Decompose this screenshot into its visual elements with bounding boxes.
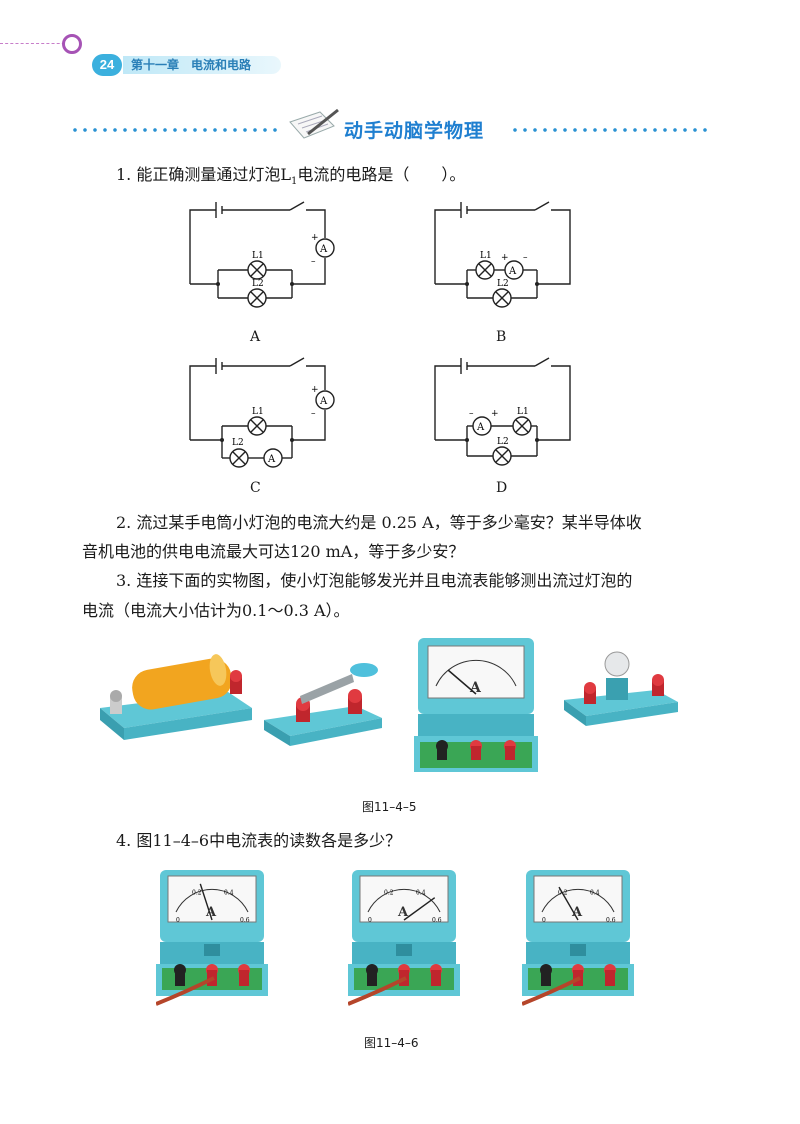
circuit-d-lamp1: L1 — [517, 407, 529, 417]
header-rule — [0, 43, 70, 44]
question-2-line1: 2. 流过某手电筒小灯泡的电流大约是 0.25 A，等于多少毫安？某半导体收 — [116, 513, 642, 532]
circuit-b-meter: A — [508, 266, 517, 277]
meter-scale-label: 0 — [368, 917, 372, 924]
meter-scale-label: 0.2 — [384, 889, 394, 896]
ammeter-3: 00.20.40.6A — [522, 870, 634, 1006]
meter-scale-label: 0.6 — [240, 917, 250, 924]
meter-face-letter: A — [397, 905, 409, 920]
lamp-holder — [564, 651, 678, 726]
minus-sign: – — [469, 409, 474, 419]
plus-sign: + — [491, 409, 499, 419]
meter-needle — [558, 886, 579, 921]
figure-11-4-6-caption: 图11–4–6 — [364, 1036, 419, 1050]
battery-holder — [100, 654, 252, 740]
page-number: 24 — [92, 54, 122, 76]
knife-switch — [264, 663, 382, 746]
circuit-a-meter: A — [319, 244, 328, 255]
chapter-title: 第十一章 电流和电路 — [123, 56, 281, 74]
ring-icon — [62, 34, 82, 54]
notebook-icon — [286, 108, 342, 146]
figure-11-4-5-caption: 图11–4–5 — [362, 800, 417, 814]
circuit-b-lamp1: L1 — [480, 251, 492, 261]
circuit-c-meter-2: A — [267, 454, 276, 465]
meter-scale-label: 0 — [176, 917, 180, 924]
circuit-c-lamp1: L1 — [252, 407, 264, 417]
circuit-b-label: B — [496, 329, 507, 345]
meter-scale-label: 0.6 — [432, 917, 442, 924]
ammeter-2: 0 0.2 0.4 0.6 A — [348, 870, 460, 1006]
meter-scale-label: 0.4 — [590, 889, 600, 896]
dotted-rule-left — [70, 128, 280, 132]
plus-sign: + — [311, 385, 319, 395]
question-1-subscript: 1 — [290, 176, 298, 188]
minus-sign: – — [311, 257, 316, 267]
meter-scale-label: 0.2 — [192, 889, 202, 896]
circuit-c-label: C — [250, 480, 261, 496]
circuit-a-label: A — [250, 329, 261, 345]
question-2-line2: 音机电池的供电电流最大可达120 mA，等于多少安？ — [82, 542, 465, 561]
meter-scale-label: 0.4 — [224, 889, 234, 896]
circuit-d-meter: A — [476, 422, 485, 433]
meter-needle — [403, 897, 436, 921]
meter-face-letter: A — [469, 680, 482, 696]
section-title: 动手动脑学物理 — [344, 120, 485, 142]
circuit-c-meter: A — [319, 396, 328, 407]
minus-sign: – — [311, 409, 316, 419]
meter-scale-label: 0 — [542, 917, 546, 924]
meter-needle — [199, 883, 213, 921]
ammeter-device: A — [414, 638, 538, 772]
plus-sign: + — [501, 253, 509, 263]
dotted-rule-right — [510, 128, 710, 132]
question-4: 4. 图11–4–6中电流表的读数各是多少？ — [116, 831, 402, 850]
meter-face-letter: A — [571, 905, 583, 920]
circuit-d-lamp2: L2 — [497, 437, 509, 447]
meter-scale-label: 0.6 — [606, 917, 616, 924]
circuit-a-lamp2: L2 — [252, 279, 264, 289]
circuit-d-label: D — [496, 480, 508, 496]
circuit-b: A + – L1 L2 — [434, 201, 571, 308]
circuit-a: A + – L1 L2 — [189, 201, 335, 308]
circuit-b-lamp2: L2 — [497, 279, 509, 289]
circuit-c: A + – A L1 L2 — [189, 357, 335, 468]
question-1: 1. 能正确测量通过灯泡L1电流的电路是（ ）。 — [116, 162, 465, 195]
plus-sign: + — [311, 233, 319, 243]
circuit-a-lamp1: L1 — [252, 251, 264, 261]
question-1-tail: 电流的电路是（ ）。 — [297, 165, 466, 184]
question-3-line2: 电流（电流大小估计为0.1～0.3 A）。 — [82, 601, 350, 620]
question-3-line1: 3. 连接下面的实物图，使小灯泡能够发光并且电流表能够测出流过灯泡的 — [116, 571, 633, 590]
minus-sign: – — [523, 253, 528, 263]
meter-scale-label: 0.4 — [416, 889, 426, 896]
question-1-text: 1. 能正确测量通过灯泡L — [116, 165, 291, 184]
circuit-d: A – + L1 L2 — [434, 357, 571, 466]
circuit-c-lamp2: L2 — [232, 438, 244, 448]
